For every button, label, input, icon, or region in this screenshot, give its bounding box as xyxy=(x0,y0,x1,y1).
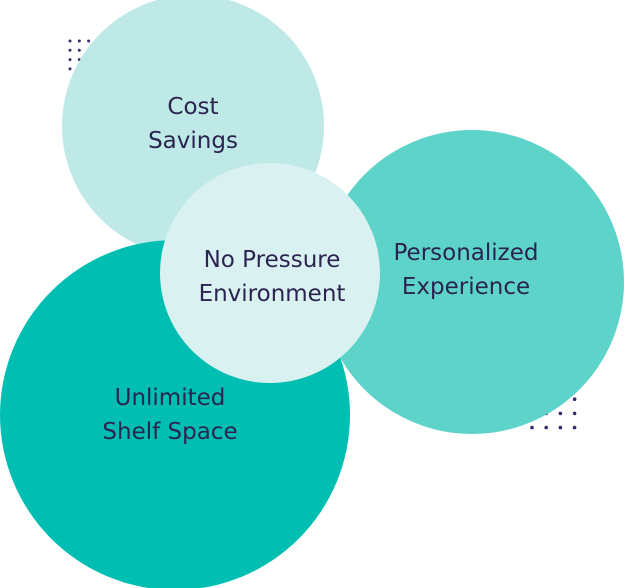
dot xyxy=(558,411,563,416)
circle-personalized-experience xyxy=(320,130,624,434)
dot xyxy=(572,411,577,416)
dot xyxy=(572,397,577,402)
label-line: Cost xyxy=(167,94,219,120)
label-personalized-experience: Personalized Experience xyxy=(394,236,539,304)
dot xyxy=(68,39,72,43)
label-unlimited-shelf-space: Unlimited Shelf Space xyxy=(102,381,237,449)
dot xyxy=(68,67,72,71)
label-no-pressure-environment: No Pressure Environment xyxy=(199,243,346,311)
label-cost-savings: Cost Savings xyxy=(148,90,238,158)
label-line: No Pressure xyxy=(203,247,341,273)
dot xyxy=(544,425,548,430)
label-line: Savings xyxy=(148,128,238,154)
dot xyxy=(87,39,91,43)
circle-no-pressure-environment xyxy=(160,163,380,383)
dot xyxy=(68,48,72,52)
dot xyxy=(572,425,577,430)
dot xyxy=(77,48,81,52)
label-line: Unlimited xyxy=(114,385,226,411)
label-line: Experience xyxy=(401,274,531,300)
label-line: Personalized xyxy=(393,240,539,266)
dot xyxy=(530,425,534,430)
label-line: Shelf Space xyxy=(102,419,238,445)
dot xyxy=(558,425,563,430)
dot xyxy=(68,58,72,62)
label-line: Environment xyxy=(198,281,346,307)
dot xyxy=(77,39,81,43)
